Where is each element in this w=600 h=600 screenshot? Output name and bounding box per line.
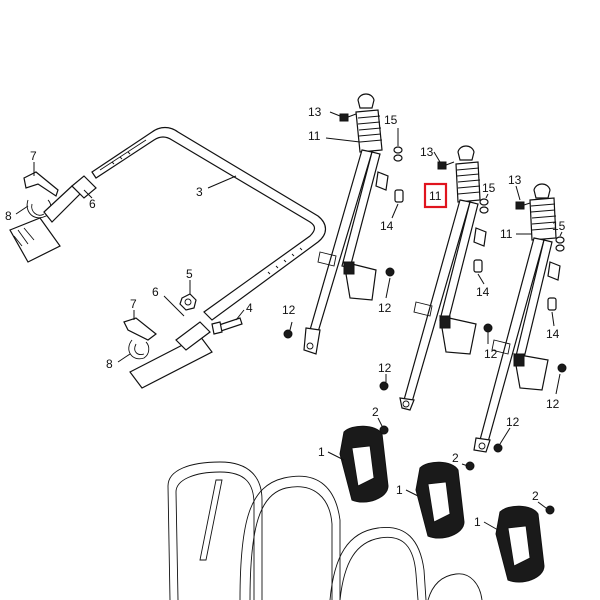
washer-15-left bbox=[393, 146, 403, 162]
callout-13-right: 13 bbox=[508, 173, 522, 187]
callout-12-a: 12 bbox=[378, 301, 392, 315]
callout-7-upper: 7 bbox=[30, 149, 37, 163]
callout-15-right: 15 bbox=[552, 219, 566, 233]
left-lower-bracket-assembly bbox=[123, 317, 213, 389]
callout-13-left: 13 bbox=[308, 105, 322, 119]
callout-2-right: 2 bbox=[532, 489, 539, 503]
callout-1-right: 1 bbox=[474, 515, 481, 529]
callout-2-middle: 2 bbox=[452, 451, 459, 465]
callout-13-middle: 13 bbox=[420, 145, 434, 159]
left-upper-bracket-assembly bbox=[9, 171, 81, 263]
spacer-14-left bbox=[394, 189, 404, 203]
nut-5 bbox=[179, 293, 197, 311]
callout-6-lower: 6 bbox=[152, 285, 159, 299]
callout-1-left: 1 bbox=[318, 445, 325, 459]
seat-belt-assembly-middle bbox=[399, 145, 487, 411]
bolt-12-f bbox=[493, 443, 503, 453]
leader-lines bbox=[15, 111, 563, 531]
callout-14-middle: 14 bbox=[476, 285, 490, 299]
bolt-13-middle bbox=[437, 161, 455, 170]
buckle-cover-right bbox=[495, 505, 545, 583]
bolt-2-middle bbox=[465, 461, 475, 471]
callout-2-left: 2 bbox=[372, 405, 379, 419]
callout-12-b: 12 bbox=[282, 303, 296, 317]
highlight-box-11 bbox=[423, 182, 448, 209]
callout-11-left: 11 bbox=[308, 129, 321, 143]
callout-8-upper: 8 bbox=[5, 209, 12, 223]
bolt-12-b bbox=[283, 329, 293, 339]
callout-6-upper: 6 bbox=[89, 197, 96, 211]
spacer-14-middle bbox=[473, 259, 483, 273]
callout-7-lower: 7 bbox=[130, 297, 137, 311]
callout-12-c: 12 bbox=[484, 347, 498, 361]
callout-5: 5 bbox=[186, 267, 193, 281]
washer-15-middle bbox=[479, 198, 489, 214]
seat-belt-assembly-right bbox=[473, 183, 561, 453]
callout-12-f: 12 bbox=[506, 415, 520, 429]
callout-12-d: 12 bbox=[378, 361, 392, 375]
bolt-4 bbox=[211, 317, 243, 335]
callout-3: 3 bbox=[196, 185, 203, 199]
callout-8-lower: 8 bbox=[106, 357, 113, 371]
left-upper-spacer bbox=[71, 175, 97, 199]
washer-15-right bbox=[555, 236, 565, 252]
seat-belt-assembly-left bbox=[303, 93, 389, 355]
bolt-12-c bbox=[483, 323, 493, 333]
bolt-12-e bbox=[557, 363, 567, 373]
buckle-cover-middle bbox=[415, 461, 465, 539]
bolt-13-right bbox=[515, 201, 531, 210]
callout-4: 4 bbox=[246, 301, 253, 315]
callout-15-middle: 15 bbox=[482, 181, 496, 195]
spacer-14-right bbox=[547, 297, 557, 311]
callout-1-middle: 1 bbox=[396, 483, 403, 497]
bolt-12-a bbox=[385, 267, 395, 277]
callout-12-e: 12 bbox=[546, 397, 560, 411]
buckle-cover-left bbox=[339, 425, 389, 503]
callout-14-right: 14 bbox=[546, 327, 560, 341]
callout-11-middle: 11 bbox=[429, 189, 442, 203]
callout-14-left: 14 bbox=[380, 219, 394, 233]
callout-15-left: 15 bbox=[384, 113, 398, 127]
bolt-13-left bbox=[339, 113, 357, 122]
seat-frame-outline bbox=[167, 461, 483, 600]
bolt-2-left bbox=[379, 425, 389, 435]
bolt-2-right bbox=[545, 505, 555, 515]
roll-bar-tube bbox=[91, 126, 327, 321]
bolt-12-d bbox=[379, 381, 389, 391]
callout-11-right: 11 bbox=[500, 227, 513, 241]
